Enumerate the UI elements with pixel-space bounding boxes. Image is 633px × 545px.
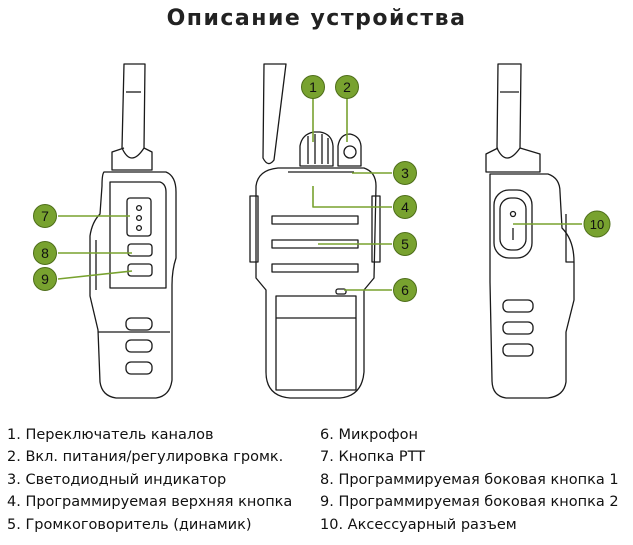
- radio-right-side-view: [485, 63, 575, 399]
- legend-item: 6. Микрофон: [320, 427, 418, 443]
- svg-text:8: 8: [41, 245, 49, 261]
- radio-left-side-view: [89, 63, 177, 399]
- svg-text:4: 4: [401, 199, 409, 215]
- antenna-front: [262, 63, 287, 165]
- device-diagram: 1 2 3 4 5 6 7 8 9 10: [33, 63, 611, 399]
- radio-front-view: [249, 63, 381, 399]
- callout-6: 6: [393, 278, 417, 302]
- speaker-slot: [271, 215, 359, 225]
- legend-right: 6. Микрофон 7. Кнопка PTT 8. Программиру…: [320, 424, 619, 536]
- leader-lines: [57, 98, 582, 291]
- callout-2: 2: [335, 75, 359, 99]
- legend-item: 10. Аксессуарный разъем: [320, 516, 517, 533]
- svg-text:6: 6: [401, 282, 409, 298]
- legend-item: 4. Программируемая верхняя кнопка: [7, 494, 293, 511]
- callout-4: 4: [393, 195, 417, 219]
- legend-left: 1. Переключатель каналов 2. Вкл. питания…: [7, 424, 292, 536]
- volume-knob: [337, 133, 362, 167]
- legend-item: 1. Переключатель каналов: [7, 427, 214, 443]
- side-button-1: [127, 243, 153, 257]
- callout-3: 3: [393, 161, 417, 185]
- svg-text:1: 1: [309, 79, 317, 95]
- antenna-right: [496, 63, 522, 159]
- svg-text:10: 10: [590, 217, 604, 232]
- callout-10: 10: [583, 210, 611, 238]
- legend-item: 7. Кнопка PTT: [320, 449, 426, 466]
- svg-text:9: 9: [41, 271, 49, 287]
- legend-item: 9. Программируемая боковая кнопка 2: [320, 494, 619, 511]
- svg-text:2: 2: [343, 79, 351, 95]
- legend-item: 3. Светодиодный индикатор: [7, 471, 227, 488]
- callout-8: 8: [33, 241, 57, 265]
- callout-9: 9: [33, 267, 57, 291]
- page-title: Описание устройства: [166, 6, 467, 31]
- microphone: [335, 288, 347, 295]
- legend-item: 8. Программируемая боковая кнопка 1: [320, 471, 619, 488]
- legend-item: 5. Громкоговоритель (динамик): [7, 516, 252, 533]
- side-button-2: [127, 263, 153, 277]
- svg-text:5: 5: [401, 236, 409, 252]
- ptt-button: [126, 197, 152, 237]
- svg-text:7: 7: [41, 208, 49, 224]
- radio-left-body: [89, 171, 177, 399]
- legend-item: 2. Вкл. питания/регулировка громк.: [7, 449, 284, 466]
- antenna-left: [121, 63, 146, 159]
- radio-front-body: [255, 167, 377, 399]
- svg-text:3: 3: [401, 165, 409, 181]
- radio-right-body: [489, 173, 575, 399]
- callout-1: 1: [301, 75, 325, 99]
- callout-7: 7: [33, 204, 57, 228]
- callout-5: 5: [393, 232, 417, 256]
